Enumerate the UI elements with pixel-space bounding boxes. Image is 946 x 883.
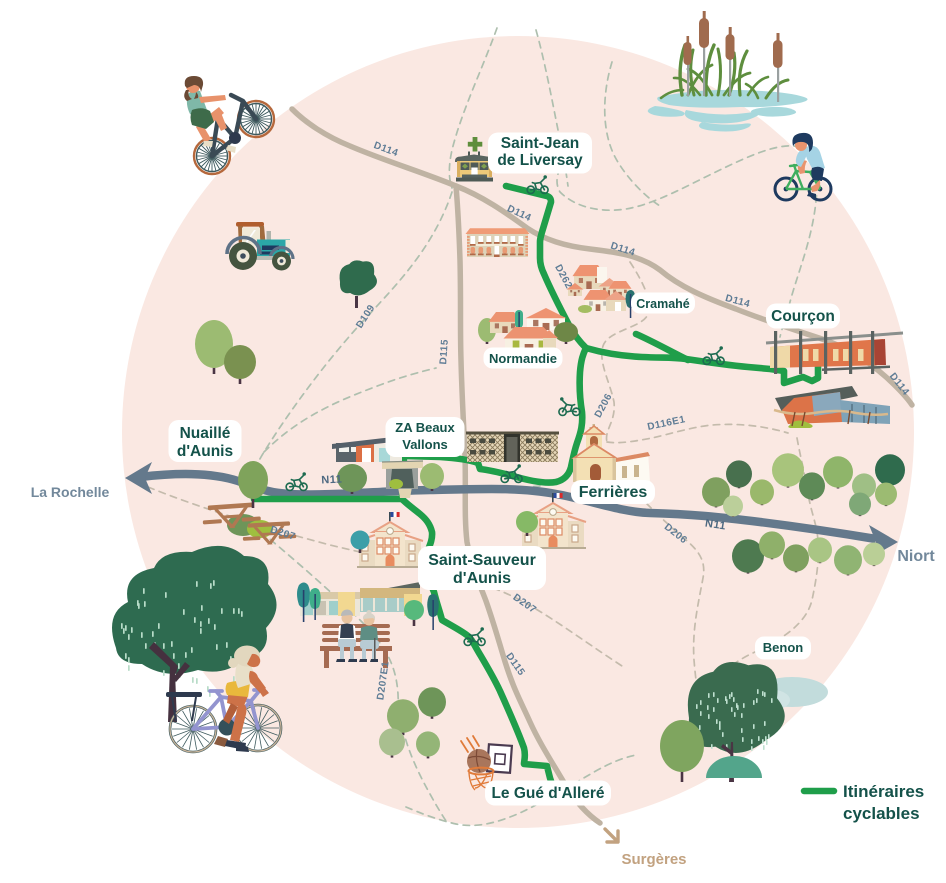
svg-text:D207E1: D207E1 [375,661,391,701]
svg-text:Saint-Jean: Saint-Jean [501,135,579,152]
svg-text:N11: N11 [321,473,343,486]
svg-text:Ferrières: Ferrières [579,484,648,501]
svg-text:Normandie: Normandie [489,351,557,366]
svg-text:Saint-Sauveur: Saint-Sauveur [428,552,536,569]
svg-text:Le Gué d'Alleré: Le Gué d'Alleré [491,785,604,802]
svg-text:d'Aunis: d'Aunis [177,443,233,460]
svg-text:Courçon: Courçon [771,308,835,325]
svg-text:de Liversay: de Liversay [497,152,583,169]
svg-text:Itinéraires: Itinéraires [843,782,924,801]
svg-text:Surgères: Surgères [621,851,686,868]
svg-text:D115: D115 [438,339,451,365]
svg-text:d'Aunis: d'Aunis [453,570,511,587]
svg-text:N11: N11 [704,517,727,532]
svg-text:ZA Beaux: ZA Beaux [395,420,455,435]
svg-text:Vallons: Vallons [402,437,448,452]
svg-text:Niort: Niort [897,548,935,565]
svg-text:cyclables: cyclables [843,804,920,823]
svg-text:Benon: Benon [763,640,804,655]
svg-text:Cramahé: Cramahé [636,297,690,311]
svg-text:La Rochelle: La Rochelle [31,484,110,500]
svg-text:Nuaillé: Nuaillé [180,425,231,442]
